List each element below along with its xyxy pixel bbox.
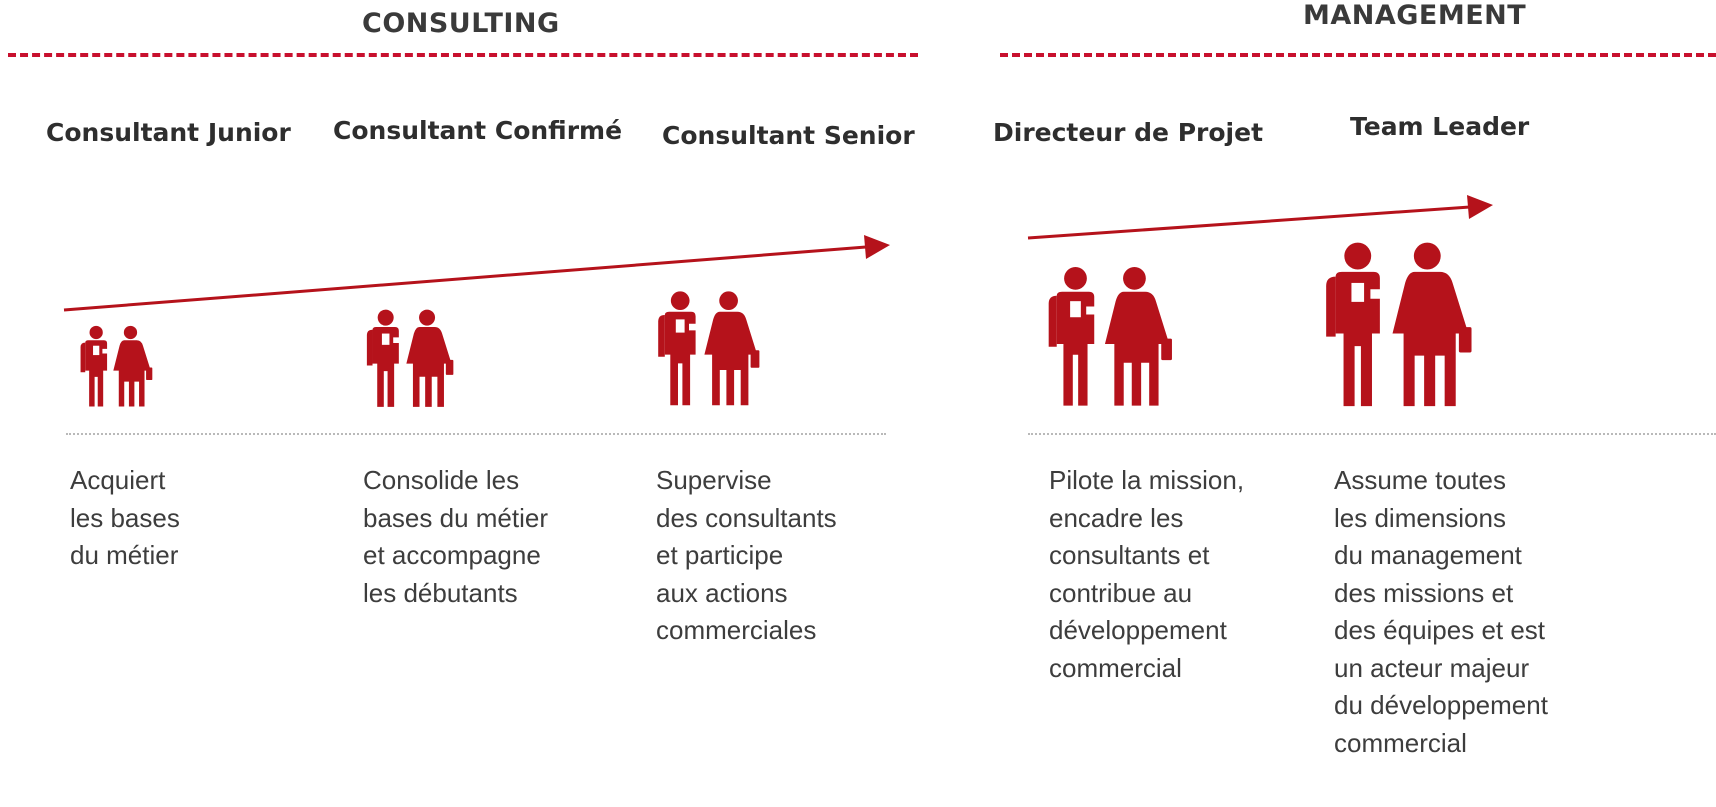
management-dotted-separator xyxy=(1028,433,1716,435)
description-line: contribue au xyxy=(1049,577,1193,608)
section-title-consulting: CONSULTING xyxy=(362,8,560,39)
description-line: Assume toutes xyxy=(1334,465,1506,495)
people-icon-level-2 xyxy=(366,309,454,407)
description-line: les dimensions xyxy=(1334,502,1506,533)
description-line: commercial xyxy=(1049,652,1182,683)
role-description-consultant-confirme: Consolide les bases du métier et accompa… xyxy=(363,462,548,612)
description-line: un acteur majeur xyxy=(1334,652,1530,683)
role-description-directeur-de-projet: Pilote la mission, encadre les consultan… xyxy=(1049,462,1244,687)
description-line: consultants et xyxy=(1049,540,1210,570)
description-line: aux actions xyxy=(656,577,788,608)
description-line: et participe xyxy=(656,540,784,570)
role-description-team-leader: Assume toutes les dimensions du manageme… xyxy=(1334,462,1548,762)
consulting-divider xyxy=(8,53,918,57)
description-line: du métier xyxy=(70,540,179,570)
description-line: des consultants xyxy=(656,502,837,533)
management-divider xyxy=(1000,53,1716,57)
role-description-consultant-senior: Supervise des consultants et participe a… xyxy=(656,462,837,650)
section-title-management: MANAGEMENT xyxy=(1303,0,1527,31)
description-line: des équipes et est xyxy=(1334,615,1546,645)
role-title-directeur-de-projet: Directeur de Projet xyxy=(993,118,1264,147)
people-icon-level-5 xyxy=(1326,242,1472,407)
people-icon-level-3 xyxy=(658,291,760,406)
description-line: bases du métier xyxy=(363,502,548,533)
people-icon-level-1 xyxy=(80,325,153,407)
consulting-dotted-separator xyxy=(66,433,886,435)
role-title-consultant-senior: Consultant Senior xyxy=(662,121,915,150)
role-title-consultant-junior: Consultant Junior xyxy=(46,118,291,147)
consulting-progression-arrow-icon xyxy=(63,235,890,312)
description-line: commerciales xyxy=(656,615,817,645)
description-line: du management xyxy=(1334,540,1522,570)
description-line: les débutants xyxy=(363,577,518,608)
description-line: Consolide les xyxy=(363,465,520,495)
description-line: des missions et xyxy=(1334,577,1514,608)
role-title-consultant-confirme: Consultant Confirmé xyxy=(333,116,623,145)
description-line: développement xyxy=(1049,615,1227,645)
people-icon-level-4 xyxy=(1048,266,1172,406)
role-title-team-leader: Team Leader xyxy=(1350,112,1530,141)
description-line: les bases xyxy=(70,502,180,533)
description-line: encadre les xyxy=(1049,502,1184,533)
description-line: Supervise xyxy=(656,465,772,495)
description-line: du développement xyxy=(1334,690,1548,720)
management-progression-arrow-icon xyxy=(1027,195,1493,240)
description-line: et accompagne xyxy=(363,540,541,570)
description-line: Pilote la mission, xyxy=(1049,465,1245,495)
role-description-consultant-junior: Acquiert les bases du métier xyxy=(70,462,180,575)
description-line: commercial xyxy=(1334,727,1467,758)
description-line: Acquiert xyxy=(70,465,166,495)
